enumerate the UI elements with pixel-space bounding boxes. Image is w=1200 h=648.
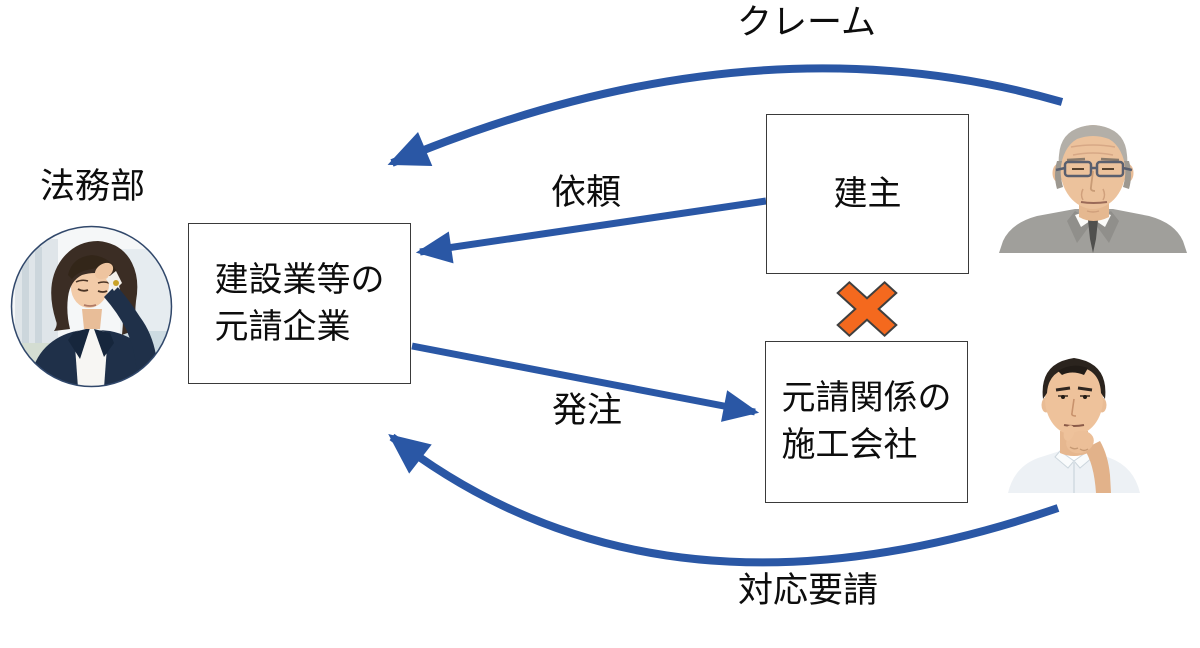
- order-label: 発注: [552, 391, 623, 431]
- legal-dept-label: 法務部: [40, 167, 146, 207]
- claim-arrow: [387, 64, 1064, 167]
- construction-company-box: 元請関係の 施工会社: [765, 341, 968, 503]
- prime-contractor-label-line1: 建設業等の: [214, 259, 385, 300]
- construction-company-label-line1: 元請関係の: [781, 378, 952, 418]
- request-label: 依頼: [551, 173, 622, 213]
- legal-staff-photo: [10, 225, 173, 388]
- construction-company-label-line2: 施工会社: [781, 425, 918, 465]
- no-direct-relation-x-icon: [836, 280, 898, 338]
- claim-label: クレーム: [737, 3, 876, 43]
- construction-company-photo: [1008, 358, 1140, 493]
- response-request-label: 対応要請: [738, 571, 879, 611]
- request-arrow: [415, 197, 767, 264]
- response-request-arrow: [388, 433, 1060, 567]
- building-owner-label: 建主: [833, 173, 902, 214]
- prime-contractor-label-line2: 元請企業: [214, 306, 351, 347]
- building-owner-photo: [999, 125, 1187, 253]
- order-arrow: [411, 342, 760, 422]
- prime-contractor-box: 建設業等の 元請企業: [188, 223, 411, 384]
- building-owner-box: 建主: [766, 114, 969, 274]
